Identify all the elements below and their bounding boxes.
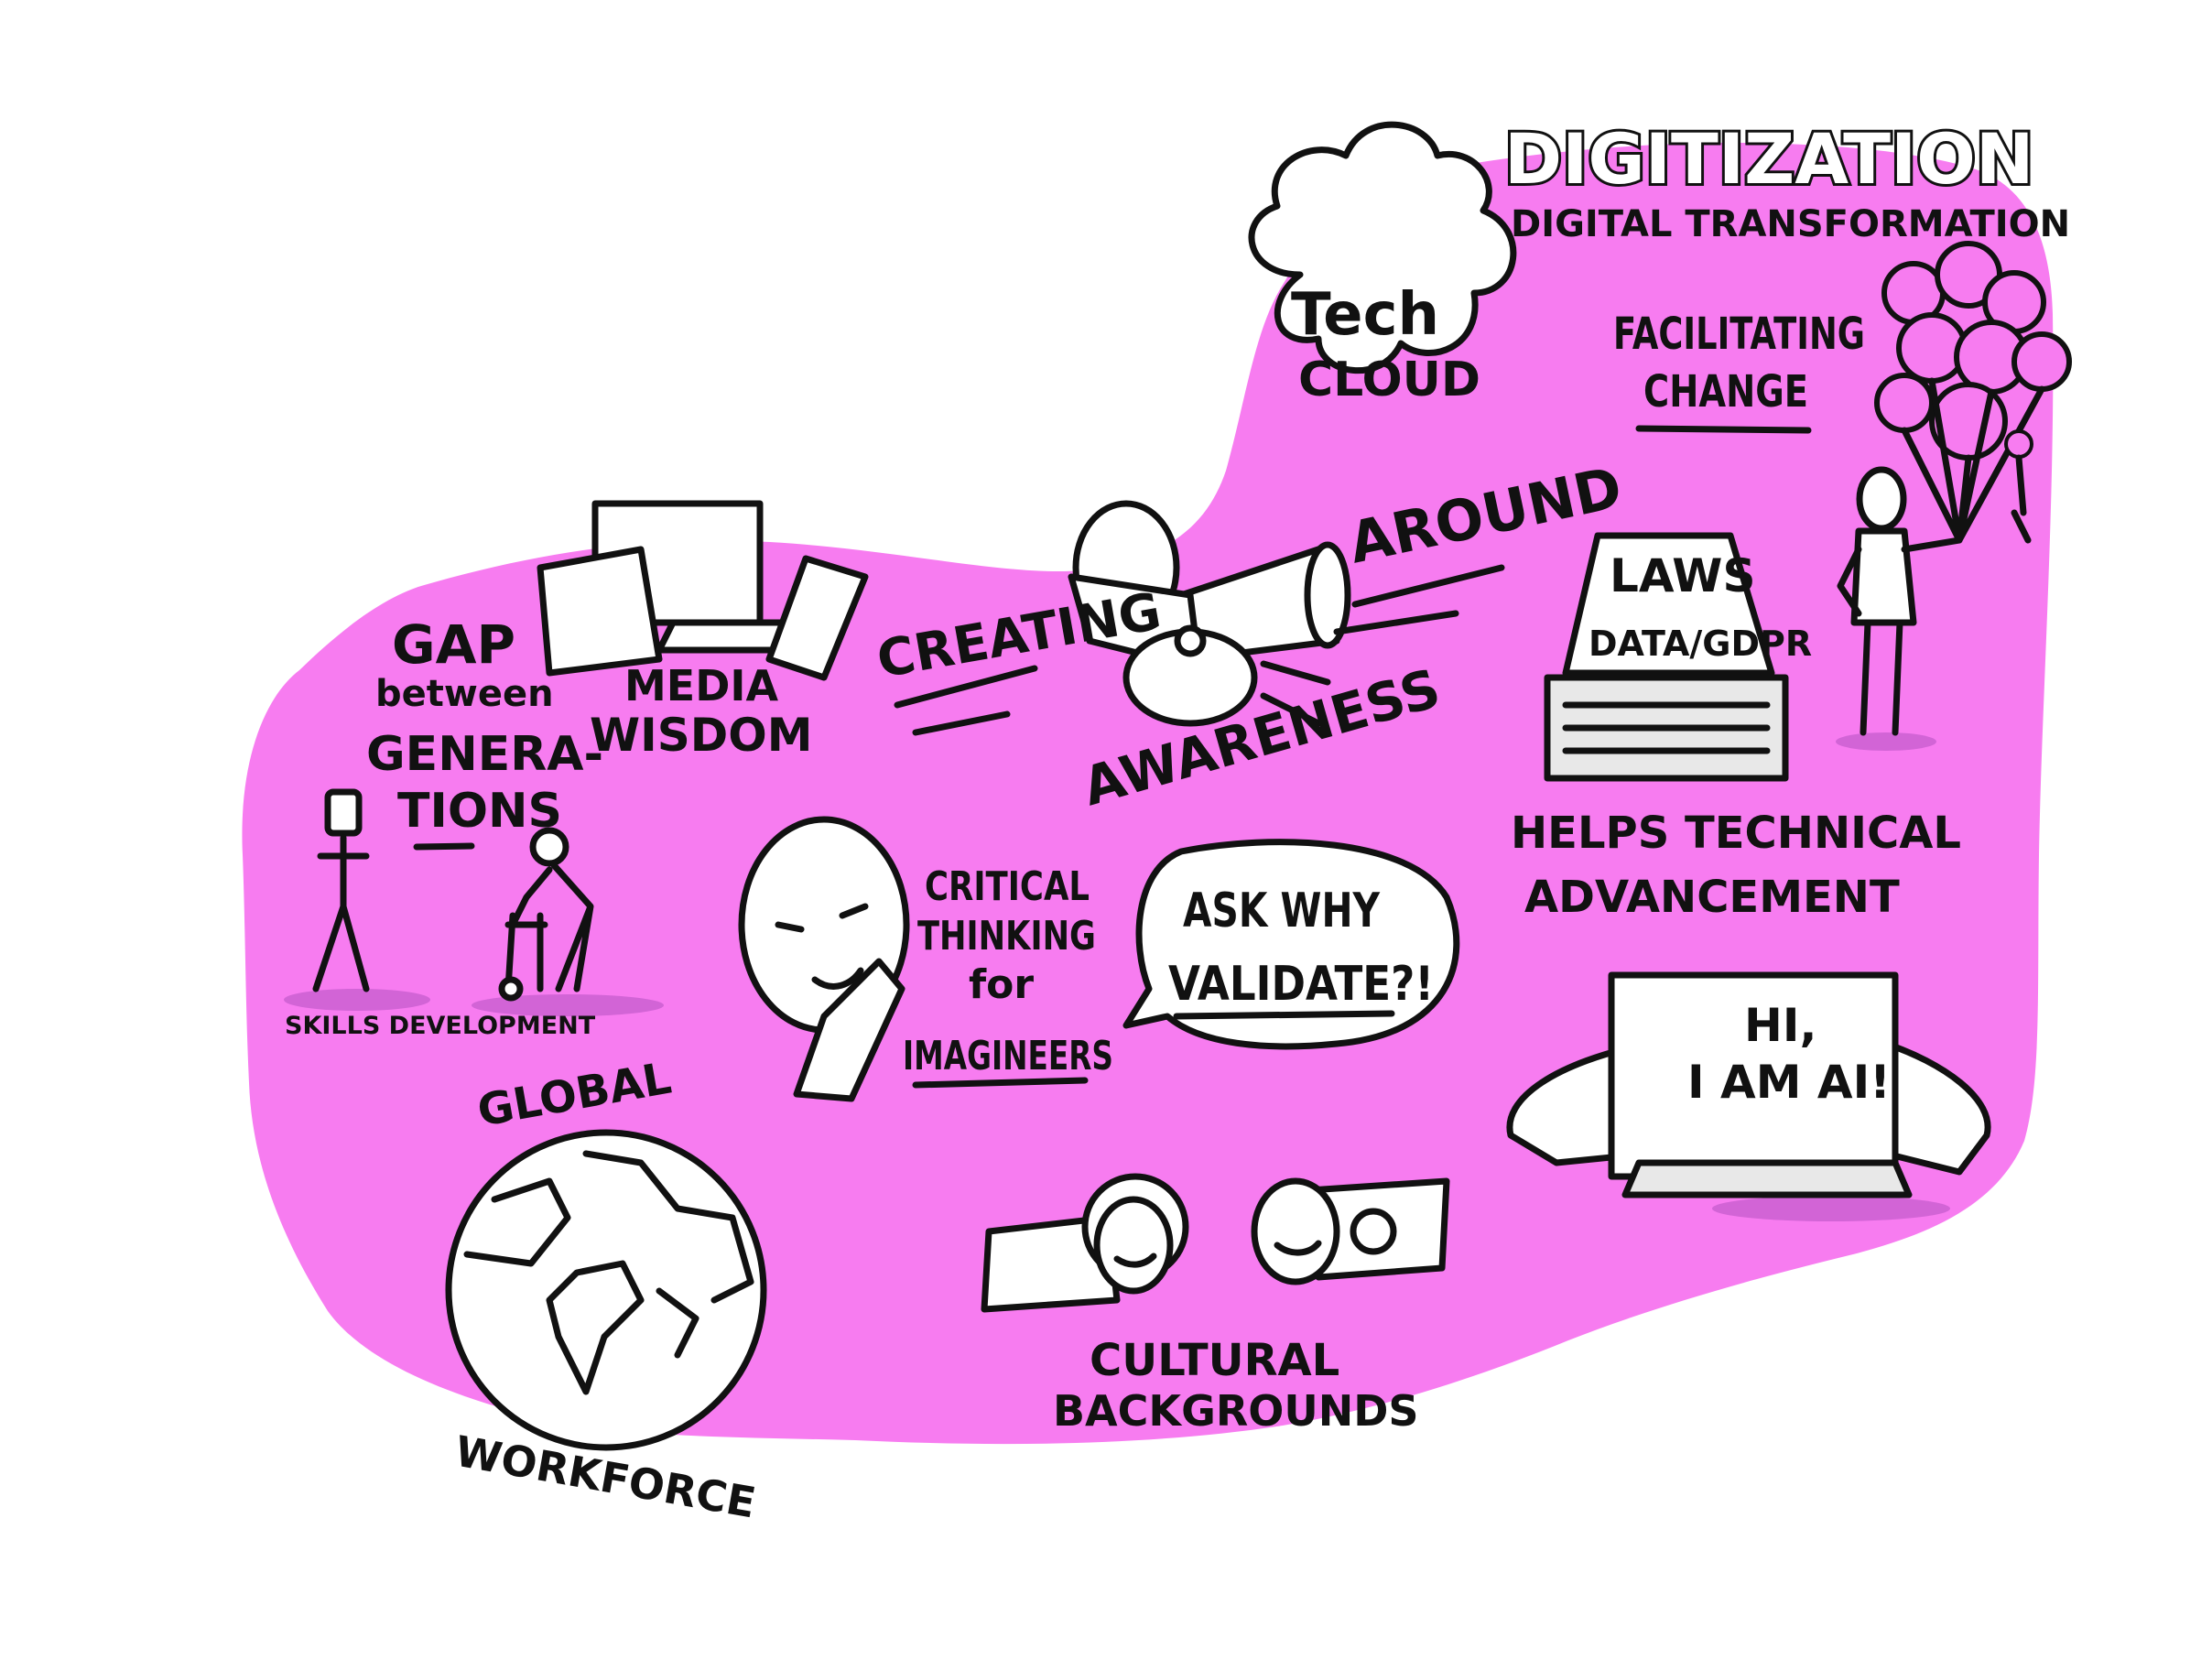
generations-figures-icon bbox=[284, 788, 664, 1016]
globe-icon bbox=[445, 1129, 767, 1451]
media-wisdom-line1: MEDIA bbox=[624, 661, 778, 710]
devices-icon bbox=[537, 500, 869, 681]
facilitating-change-line2: CHANGE bbox=[1643, 366, 1808, 418]
cultural-line2: BACKGROUNDS bbox=[1053, 1386, 1419, 1436]
critical-line2: THINKING bbox=[917, 913, 1096, 960]
laws-label: LAWS bbox=[1610, 549, 1755, 602]
ai-line2: I AM AI! bbox=[1687, 1056, 1891, 1109]
gap-line4: TIONS bbox=[397, 784, 562, 839]
cloud-icon bbox=[1248, 121, 1517, 374]
cultural-line1: CULTURAL bbox=[1090, 1335, 1339, 1386]
cultural-faces-icon bbox=[981, 1173, 1450, 1313]
helps-line1: HELPS TECHNICAL bbox=[1511, 808, 1961, 859]
speech-bubble bbox=[1122, 839, 1460, 1050]
critical-line1: CRITICAL bbox=[925, 863, 1090, 910]
subtitle: DIGITAL TRANSFORMATION bbox=[1511, 203, 2070, 245]
tech-cloud-line1: Tech bbox=[1291, 281, 1439, 349]
media-wisdom-line2: WISDOM bbox=[590, 709, 813, 762]
bubble-line1: ASK WHY bbox=[1183, 884, 1381, 938]
gap-line2: between bbox=[375, 673, 554, 715]
skills-development-label: SKILLS DEVELOPMENT bbox=[285, 1012, 596, 1040]
tech-cloud-line2: CLOUD bbox=[1298, 352, 1480, 407]
woman-figure-icon bbox=[1836, 466, 1963, 751]
title: DIGITIZATION bbox=[1504, 118, 2034, 200]
critical-line3: for bbox=[969, 961, 1034, 1008]
facilitating-change-line1: FACILITATING bbox=[1613, 309, 1865, 360]
data-gdpr-label: DATA/GDPR bbox=[1589, 624, 1812, 664]
gap-line3: GENERA- bbox=[366, 727, 603, 782]
gap-line1: GAP bbox=[392, 613, 515, 676]
ai-laptop-icon bbox=[1506, 971, 1991, 1221]
helps-line2: ADVANCEMENT bbox=[1524, 872, 1900, 923]
ai-line1: HI, bbox=[1744, 999, 1816, 1052]
thinking-face-icon bbox=[738, 816, 910, 1102]
megaphone-icon bbox=[1068, 500, 1351, 727]
critical-line4: IMAGINEERS bbox=[903, 1033, 1113, 1079]
lightbulb-balloons-icon bbox=[1874, 241, 2072, 544]
bubble-line2: VALIDATE?! bbox=[1168, 957, 1434, 1012]
law-book-icon bbox=[1544, 532, 1789, 782]
